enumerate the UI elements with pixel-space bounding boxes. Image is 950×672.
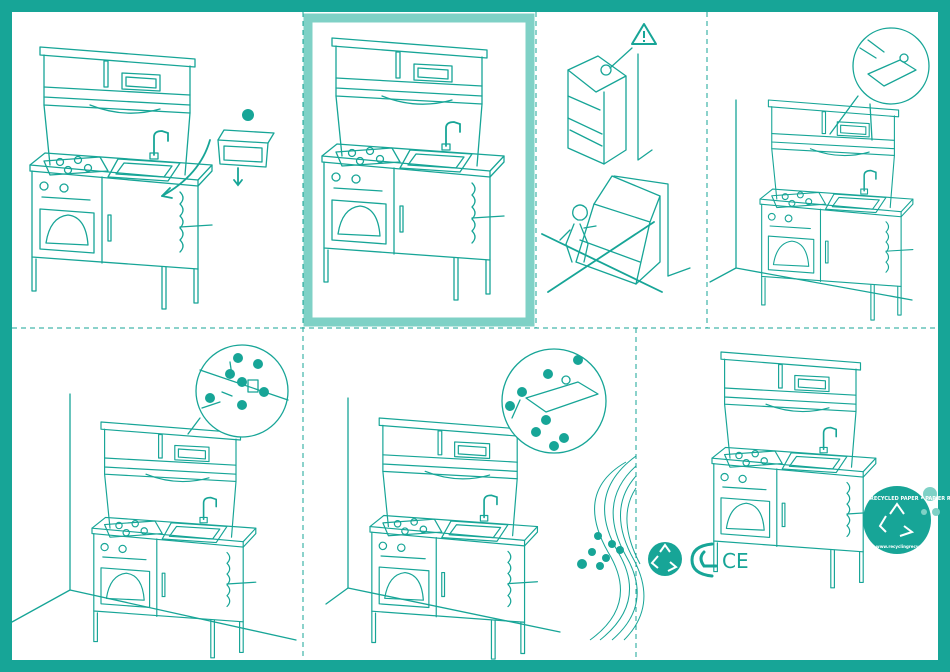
step-marker-dot [242,109,254,121]
recycle-icon [648,542,682,576]
svg-text:www.recyclingrecycled.ca: www.recyclingrecycled.ca [876,544,935,549]
svg-text:RECYCLED PAPER • PAPIER RECYCL: RECYCLED PAPER • PAPIER RECYCLÉ • [870,494,950,502]
ce-mark-icon: CE [722,549,749,573]
